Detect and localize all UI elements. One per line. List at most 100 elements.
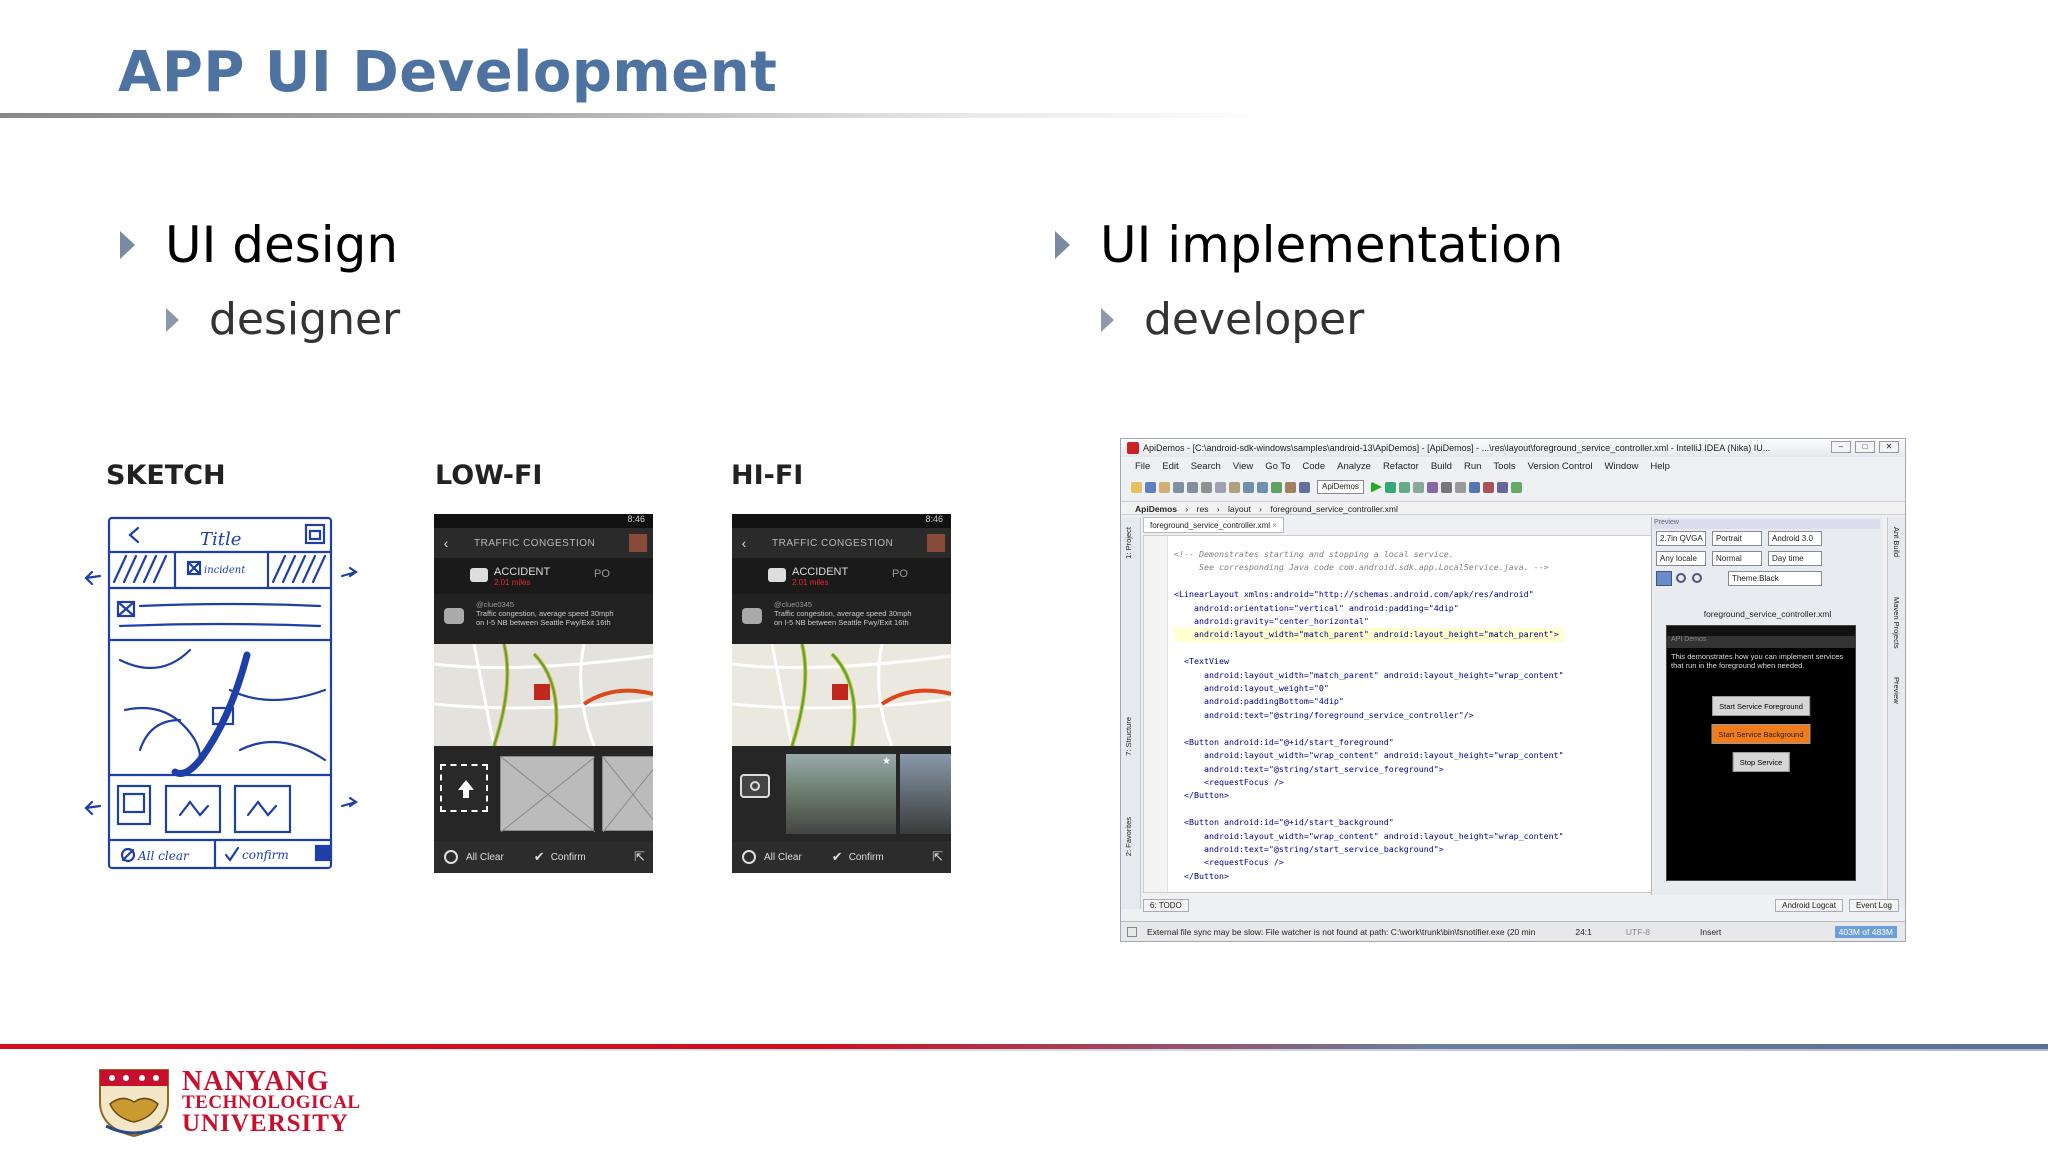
vcs-icon[interactable]: [1482, 481, 1494, 493]
menu-view[interactable]: View: [1232, 461, 1254, 472]
open-icon[interactable]: [1131, 481, 1142, 493]
editor-file-tab[interactable]: foreground_service_controller.xml ×: [1143, 517, 1284, 533]
stop-service-button[interactable]: Stop Service: [1732, 752, 1790, 772]
forward-icon[interactable]: [1285, 481, 1296, 493]
memory-indicator[interactable]: 403M of 483M: [1834, 925, 1897, 938]
zoom-in-icon[interactable]: [1676, 573, 1686, 583]
replace-icon[interactable]: [1257, 481, 1268, 493]
sdk-icon[interactable]: [1440, 481, 1452, 493]
menu-go-to[interactable]: Go To: [1265, 461, 1291, 472]
code-line: android:paddingBottom="4dip": [1174, 696, 1344, 707]
orientation-select[interactable]: Portrait: [1712, 531, 1762, 546]
camera-icon[interactable]: [740, 774, 770, 798]
menu-build[interactable]: Build: [1430, 461, 1452, 472]
avd-icon[interactable]: [1454, 481, 1466, 493]
code-line: <TextView: [1174, 656, 1229, 667]
maven-projects-tab[interactable]: Maven Projects: [1892, 597, 1901, 649]
project-tool-tab[interactable]: 1: Project: [1124, 527, 1133, 559]
all-clear-button[interactable]: All Clear: [466, 851, 504, 863]
theme-select[interactable]: Theme.Black: [1728, 571, 1822, 586]
ant-build-tab[interactable]: Ant Build: [1892, 527, 1901, 558]
cut-icon[interactable]: [1201, 481, 1212, 493]
encoding[interactable]: UTF-8: [1625, 926, 1650, 937]
settings-icon[interactable]: [1426, 481, 1438, 493]
save-icon[interactable]: [1145, 481, 1156, 493]
menu-version-control[interactable]: Version Control: [1527, 461, 1593, 472]
bottom-tool-bar: 6: TODO Android Logcat Event Log: [1143, 897, 1905, 913]
code-line: android:layout_width="wrap_content" andr…: [1174, 750, 1564, 761]
vcs-update-icon[interactable]: [1510, 481, 1522, 493]
close-button[interactable]: ✕: [1879, 441, 1899, 453]
menu-edit[interactable]: Edit: [1162, 461, 1179, 472]
breadcrumb-layout[interactable]: layout: [1228, 504, 1251, 514]
footer-divider: [0, 1044, 2048, 1049]
maximize-button[interactable]: □: [1855, 441, 1875, 453]
code-line: android:text="@string/start_service_fore…: [1174, 763, 1444, 774]
preview-description: This demonstrates how you can implement …: [1671, 652, 1844, 670]
menu-help[interactable]: Help: [1650, 461, 1670, 472]
bullet-arrow-icon: [1055, 231, 1070, 259]
start-foreground-button[interactable]: Start Service Foreground: [1712, 696, 1810, 716]
paste-icon[interactable]: [1229, 481, 1240, 493]
close-tab-icon[interactable]: ×: [1272, 521, 1277, 530]
back-icon[interactable]: [1271, 481, 1282, 493]
logo-line2: TECHNOLOGICAL: [182, 1091, 361, 1113]
menu-refactor[interactable]: Refactor: [1382, 461, 1419, 472]
code-line: <Button android:id="@+id/start_backgroun…: [1174, 817, 1394, 828]
breadcrumb-file[interactable]: foreground_service_controller.xml: [1270, 504, 1398, 514]
minimize-button[interactable]: –: [1831, 441, 1851, 453]
breadcrumb-project[interactable]: ApiDemos: [1135, 504, 1178, 514]
copy-icon[interactable]: [1215, 481, 1226, 493]
code-editor[interactable]: <!-- Demonstrates starting and stopping …: [1143, 535, 1677, 893]
structure-tool-tab[interactable]: 7: Structure: [1124, 717, 1133, 756]
device-select[interactable]: 2.7in QVGA: [1656, 531, 1706, 546]
structure-icon[interactable]: [1299, 481, 1310, 493]
mode-select[interactable]: Normal: [1712, 551, 1762, 566]
zoom-fit-icon[interactable]: [1656, 571, 1672, 586]
car-icon: [444, 608, 464, 624]
favorites-tool-tab[interactable]: 2: Favorites: [1124, 817, 1133, 857]
menu-analyze[interactable]: Analyze: [1337, 461, 1371, 472]
find-icon[interactable]: [1243, 481, 1254, 493]
event-log-tab[interactable]: Event Log: [1848, 898, 1899, 912]
menu-window[interactable]: Window: [1604, 461, 1639, 472]
code-line: </Button>: [1174, 870, 1229, 881]
sync-icon[interactable]: [1159, 481, 1170, 493]
phone-header: TRAFFIC CONGESTION: [474, 537, 596, 549]
api-select[interactable]: Android 3.0: [1768, 531, 1822, 546]
preview-filename: foreground_service_controller.xml: [1703, 609, 1832, 619]
start-background-button[interactable]: Start Service Background: [1711, 724, 1811, 744]
help-icon[interactable]: [1468, 481, 1480, 493]
breadcrumb-res[interactable]: res: [1196, 504, 1209, 514]
zoom-out-icon[interactable]: [1692, 573, 1702, 583]
debug-icon[interactable]: [1384, 481, 1396, 493]
menu-tools[interactable]: Tools: [1493, 461, 1516, 472]
preview-tab[interactable]: Preview: [1892, 677, 1901, 704]
run-icon[interactable]: [1370, 481, 1382, 493]
code-text[interactable]: <!-- Demonstrates starting and stopping …: [1174, 548, 1564, 883]
back-icon: ‹: [443, 535, 449, 551]
menu-file[interactable]: File: [1135, 461, 1151, 472]
star-icon[interactable]: ★: [882, 756, 891, 767]
all-clear-button[interactable]: All Clear: [764, 851, 802, 863]
toggle-tool-windows-icon[interactable]: [1127, 926, 1137, 937]
run-config-select[interactable]: ApiDemos: [1317, 480, 1364, 494]
subbullet-text: developer: [1144, 294, 1365, 345]
undo-icon[interactable]: [1173, 481, 1184, 493]
vcs-commit-icon[interactable]: [1496, 481, 1508, 493]
time-select[interactable]: Day time: [1768, 551, 1822, 566]
preview-device-screen: API Demos This demonstrates how you can …: [1666, 625, 1856, 881]
build-icon[interactable]: [1398, 481, 1410, 493]
share-icon[interactable]: ⇱: [932, 849, 943, 864]
profile-icon[interactable]: [1412, 481, 1424, 493]
share-icon[interactable]: ⇱: [634, 849, 645, 864]
menu-run[interactable]: Run: [1463, 461, 1482, 472]
locale-select[interactable]: Any locale: [1656, 551, 1706, 566]
logcat-tab[interactable]: Android Logcat: [1775, 898, 1843, 912]
confirm-button[interactable]: Confirm: [550, 851, 586, 863]
menu-search[interactable]: Search: [1190, 461, 1221, 472]
confirm-button[interactable]: Confirm: [848, 851, 884, 863]
menu-code[interactable]: Code: [1302, 461, 1326, 472]
todo-tab[interactable]: 6: TODO: [1143, 898, 1189, 912]
redo-icon[interactable]: [1187, 481, 1198, 493]
